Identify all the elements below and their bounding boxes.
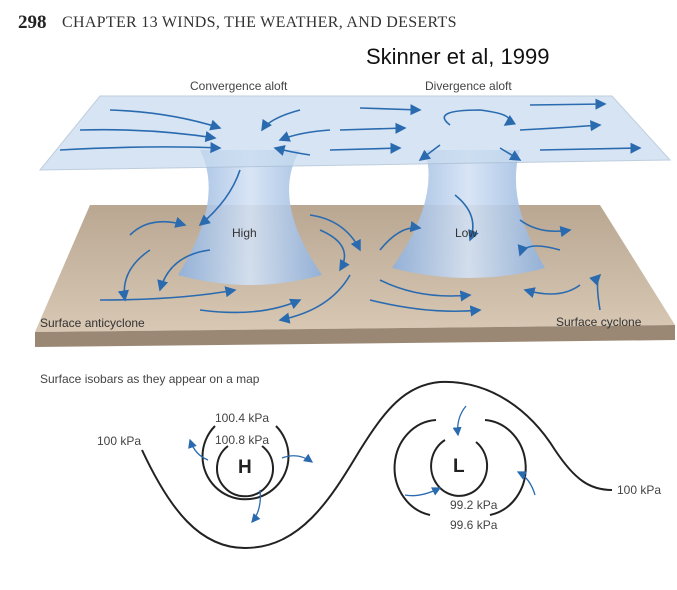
high-pressure-column — [178, 150, 322, 285]
divergence-aloft-label: Divergence aloft — [425, 79, 512, 93]
wind-arrows-surface — [99, 169, 602, 324]
isobar-label-100-8: 100.8 kPa — [215, 433, 270, 447]
isobar-99-2-kpa — [430, 439, 489, 497]
wind-arrows-aloft — [59, 98, 642, 161]
low-pressure-symbol: L — [453, 456, 465, 477]
isobar-label-100-right: 100 kPa — [617, 483, 662, 497]
isobar-map — [141, 380, 613, 550]
page-number: 298 — [18, 12, 47, 33]
low-pressure-column — [392, 150, 545, 278]
convergence-aloft-label: Convergence aloft — [190, 79, 288, 93]
isobar-label-99-2: 99.2 kPa — [450, 498, 498, 512]
high-pressure-symbol: H — [238, 457, 252, 478]
isobar-label-100-left: 100 kPa — [97, 434, 142, 448]
chapter-heading: CHAPTER 13 WINDS, THE WEATHER, AND DESER… — [62, 14, 457, 31]
isobar-100-kpa — [141, 380, 613, 550]
surface-cyclone-label: Surface cyclone — [556, 315, 642, 329]
isobar-label-99-6: 99.6 kPa — [450, 518, 498, 532]
citation: Skinner et al, 1999 — [366, 44, 550, 69]
upper-atmosphere-plane — [38, 95, 672, 171]
isobar-99-6-kpa — [393, 419, 527, 516]
high-label: High — [232, 226, 257, 240]
isobar-100-4-kpa — [201, 425, 290, 501]
surface-anticyclone-label: Surface anticyclone — [40, 316, 145, 330]
isobar-map-title: Surface isobars as they appear on a map — [40, 372, 260, 386]
low-label: Low — [455, 226, 478, 240]
map-wind-arrows — [188, 405, 536, 523]
isobar-100-8-kpa — [216, 445, 274, 498]
isobar-label-100-4: 100.4 kPa — [215, 411, 270, 425]
